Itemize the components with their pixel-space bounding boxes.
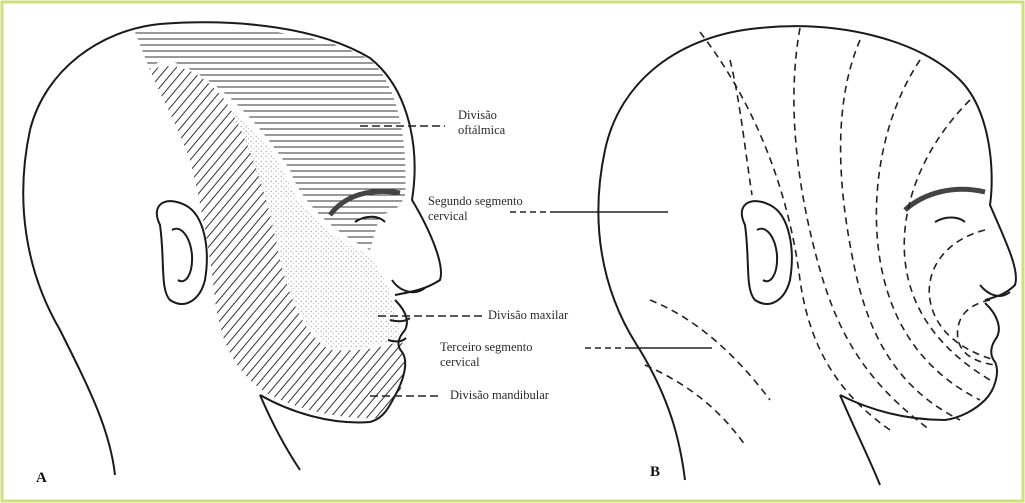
label-maxillary: Divisão maxilar bbox=[488, 308, 568, 323]
panel-a-head bbox=[23, 22, 441, 475]
label-cervical-3-line1: Terceiro segmento bbox=[440, 340, 533, 355]
eyebrow-b bbox=[905, 189, 985, 210]
label-cervical-2-line1: Segundo segmento bbox=[428, 194, 523, 209]
label-ophthalmic-line2: oftálmica bbox=[458, 123, 505, 138]
panel-b-head bbox=[598, 26, 1016, 485]
label-mandibular: Divisão mandibular bbox=[450, 388, 549, 403]
leader-lines-a bbox=[360, 126, 712, 396]
label-ophthalmic-line1: Divisão bbox=[458, 108, 505, 123]
label-cervical-3: Terceiro segmento cervical bbox=[440, 340, 533, 370]
label-cervical-2-line2: cervical bbox=[428, 209, 523, 224]
label-ophthalmic: Divisão oftálmica bbox=[458, 108, 505, 138]
panel-letter-a: A bbox=[36, 470, 47, 487]
panel-letter-b: B bbox=[650, 464, 660, 481]
label-cervical-2: Segundo segmento cervical bbox=[428, 194, 523, 224]
dermatome-contours-b bbox=[645, 28, 995, 445]
ear-a bbox=[157, 201, 207, 304]
label-cervical-3-line2: cervical bbox=[440, 355, 533, 370]
ear-b bbox=[742, 201, 792, 304]
